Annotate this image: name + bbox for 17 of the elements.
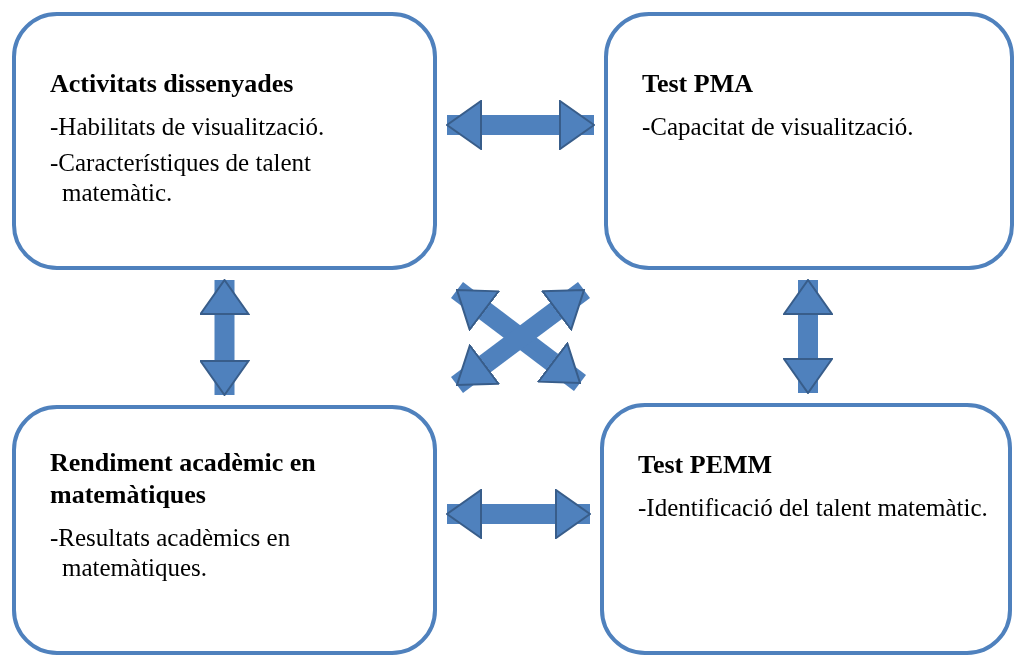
rounded-box bbox=[12, 12, 437, 270]
box-text: -Habilitats de visualització. bbox=[50, 112, 326, 142]
double-block-arrow bbox=[199, 279, 250, 396]
double-block-arrow bbox=[783, 279, 833, 394]
box-text: -Característiques de talent matemàtic. bbox=[50, 148, 312, 208]
double-block-arrow bbox=[446, 100, 595, 150]
box-heading: Activitats dissenyades bbox=[50, 68, 295, 100]
box-heading: Test PMA bbox=[642, 68, 754, 100]
box-text: -Identificació del talent matemàtic. bbox=[638, 493, 988, 523]
box-text: -Resultats acadèmics en matemàtiques. bbox=[50, 523, 292, 583]
double-block-arrow bbox=[446, 489, 591, 539]
rounded-box bbox=[12, 405, 437, 655]
rounded-box bbox=[600, 403, 1012, 655]
box-text: -Capacitat de visualització. bbox=[642, 112, 915, 142]
box-heading: Test PEMM bbox=[638, 449, 774, 481]
box-heading: Rendiment acadèmic en matemàtiques bbox=[50, 447, 317, 511]
rounded-box bbox=[604, 12, 1014, 270]
